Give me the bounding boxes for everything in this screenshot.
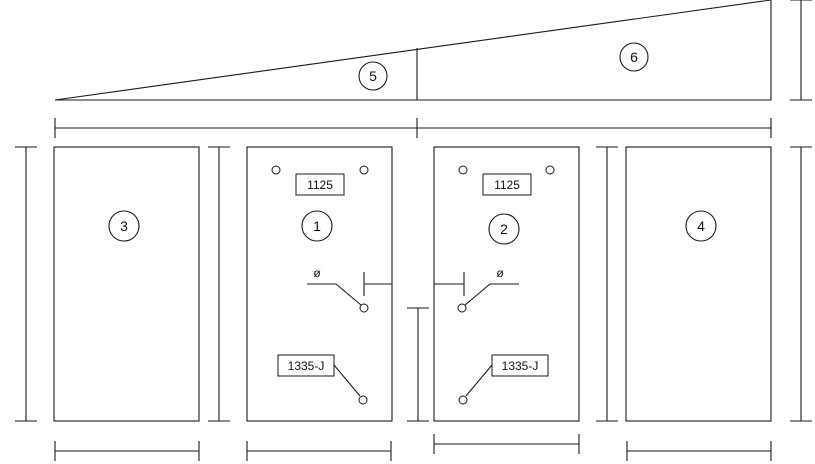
panel-4: 4 — [625, 146, 772, 422]
handle-hole — [359, 303, 369, 313]
overall-width-dimension — [54, 118, 772, 138]
panel-1-top-label: 1125 — [307, 178, 333, 192]
label-box — [295, 173, 345, 196]
label-box — [482, 173, 532, 196]
panel-3: 3 — [53, 146, 200, 422]
mount-hole — [359, 165, 369, 175]
mount-hole — [458, 165, 468, 175]
sloped-panel-outline — [54, 0, 772, 101]
bottom-width-dimensions — [54, 434, 772, 461]
panel-6-number: 6 — [630, 49, 638, 65]
panel-2-bottom-label: 1335-J — [502, 359, 539, 373]
sloped-height-dimension — [790, 0, 812, 101]
panel-5-number: 5 — [369, 68, 377, 84]
panel-1-number: 1 — [313, 218, 321, 234]
mount-hole — [271, 165, 281, 175]
panel-2-top-label: 1125 — [494, 178, 520, 192]
panel-1: 1125 1 ø 1335-J — [246, 146, 393, 422]
mount-hole — [545, 165, 555, 175]
handle-hole — [457, 303, 467, 313]
panel-1-bottom-label: 1335-J — [288, 359, 325, 373]
top-sloped-panels: 5 6 — [54, 0, 812, 101]
mount-hole — [358, 395, 368, 405]
diameter-symbol: ø — [496, 266, 504, 280]
mount-hole — [458, 395, 468, 405]
diameter-symbol: ø — [313, 266, 321, 280]
panel-5-marker: 5 — [358, 61, 388, 91]
panel-2: 1125 2 ø 1335-J — [433, 146, 580, 422]
panel-2-number: 2 — [500, 221, 508, 237]
height-dimensions — [15, 146, 812, 422]
panel-4-number: 4 — [697, 218, 705, 234]
panel-6-marker: 6 — [619, 42, 649, 72]
center-gap-dimension — [407, 307, 429, 422]
panel-3-number: 3 — [120, 218, 128, 234]
